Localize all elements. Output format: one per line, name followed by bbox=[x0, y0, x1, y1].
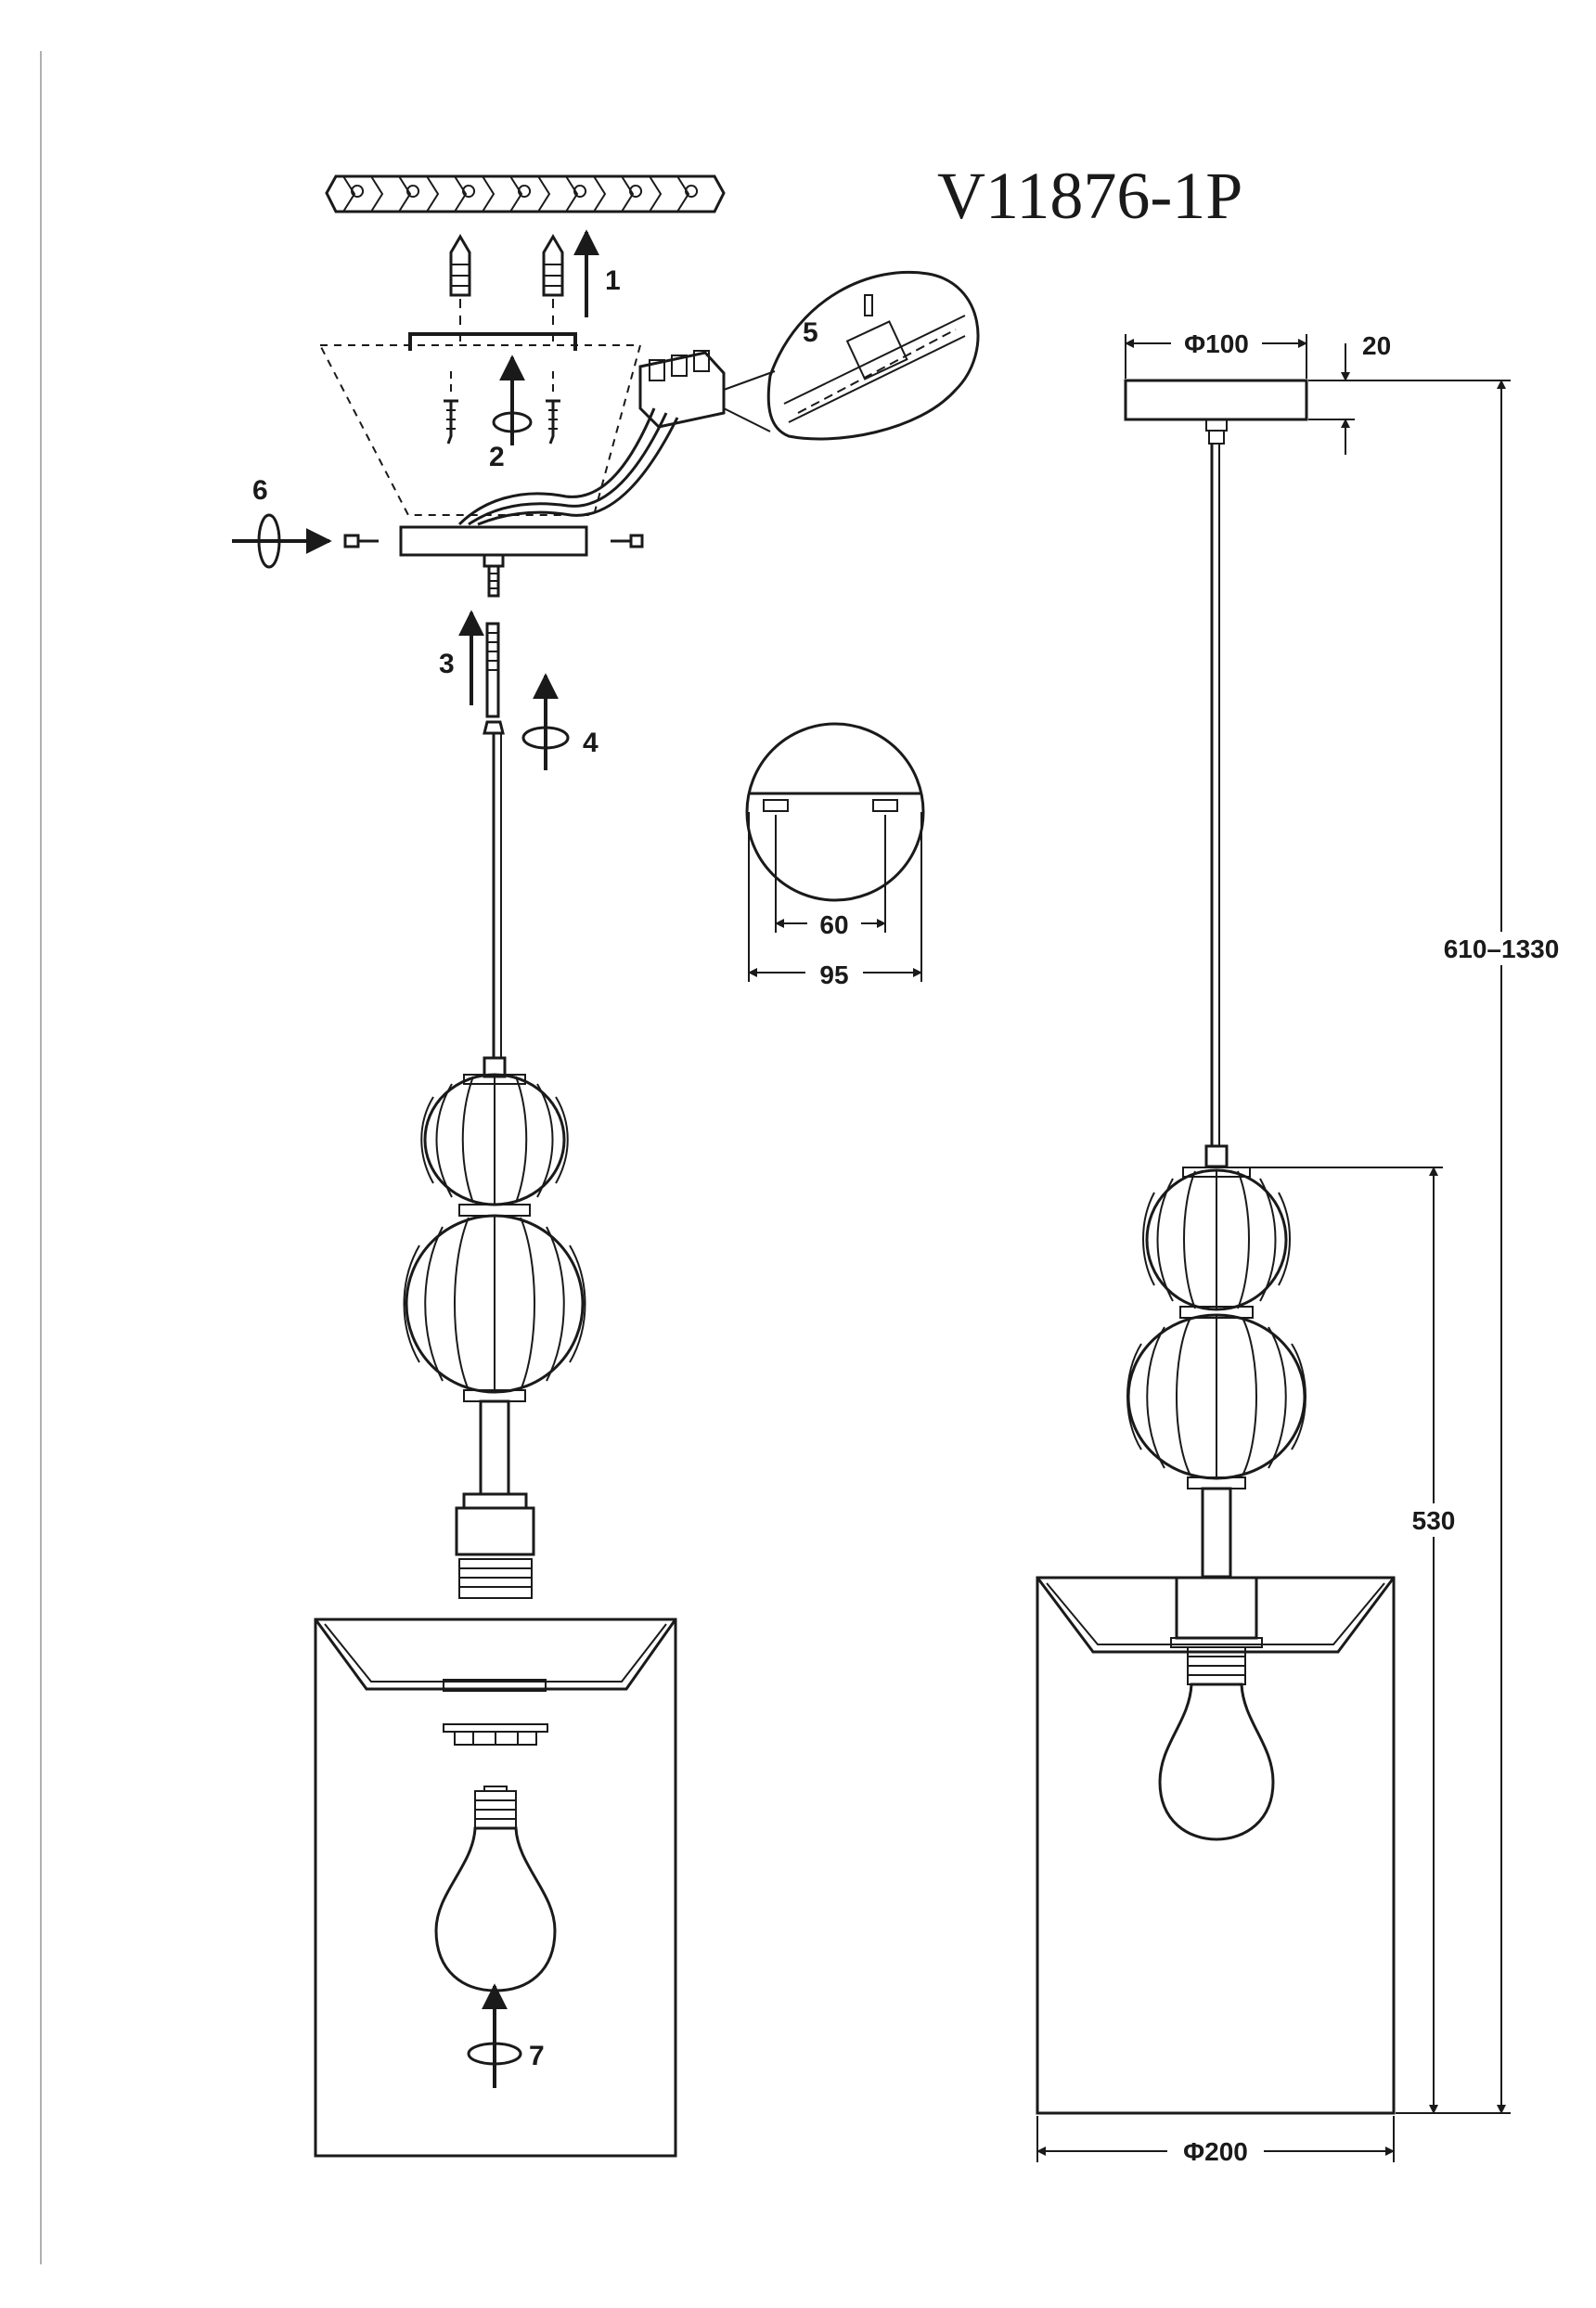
dim-canopy-height: 20 bbox=[1362, 331, 1391, 360]
dimension-lines bbox=[1036, 334, 1511, 2162]
assembled-view bbox=[1036, 379, 1396, 2115]
step2-rotate-icon bbox=[492, 411, 533, 433]
screw-right bbox=[546, 371, 560, 445]
canopy-nipple-thread bbox=[489, 573, 498, 589]
cord-grip bbox=[483, 720, 505, 735]
model-title: V11876-1P bbox=[937, 159, 1242, 233]
shade-exploded bbox=[314, 1618, 677, 2158]
dim-shade-diameter: Φ200 bbox=[1183, 2137, 1248, 2166]
terminal-detail-callout bbox=[723, 270, 980, 441]
dim-overall-height: 610–1330 bbox=[1444, 935, 1560, 963]
step7-rotate-icon bbox=[467, 2042, 522, 2066]
lamp-holder-thread bbox=[458, 1558, 533, 1599]
ceiling bbox=[325, 174, 726, 213]
wall-plug-left bbox=[449, 234, 471, 345]
side-screw-left bbox=[343, 534, 379, 548]
dim-hole-spacing: 60 bbox=[819, 910, 848, 939]
wall-plug-right bbox=[542, 234, 564, 345]
glass-sphere-upper bbox=[420, 1073, 569, 1206]
socket-stem bbox=[479, 1399, 510, 1496]
step4-rotate-icon bbox=[521, 726, 570, 750]
step-label-1: 1 bbox=[605, 265, 621, 296]
bulb-assembled bbox=[1158, 1683, 1275, 1841]
step6-rotate-icon bbox=[257, 513, 281, 569]
canopy-assembled bbox=[1124, 379, 1308, 421]
side-screw-right bbox=[611, 534, 644, 548]
screw-left bbox=[444, 371, 458, 445]
mounting-bracket bbox=[408, 332, 577, 351]
wires bbox=[457, 407, 679, 526]
terminal-block bbox=[638, 350, 726, 429]
mount-plate-detail bbox=[745, 722, 925, 982]
canopy-outline bbox=[318, 344, 642, 516]
step-label-7: 7 bbox=[529, 2041, 545, 2071]
glass-sphere-lower bbox=[403, 1214, 586, 1394]
step-label-4: 4 bbox=[583, 728, 598, 758]
shade-ring bbox=[443, 1723, 548, 1746]
shade-assembled bbox=[1036, 1576, 1396, 2115]
sphere-collar-mid bbox=[458, 1204, 531, 1217]
canopy-nipple bbox=[483, 553, 505, 598]
exploded-view bbox=[232, 174, 980, 2158]
dim-mount-plate: 95 bbox=[819, 961, 848, 989]
dim-shade-height: 530 bbox=[1412, 1506, 1456, 1535]
threaded-rod bbox=[485, 622, 500, 718]
canopy-bar bbox=[399, 525, 588, 557]
step-label-3: 3 bbox=[439, 649, 455, 679]
lamp-holder bbox=[455, 1492, 535, 1556]
step-label-2: 2 bbox=[489, 442, 505, 472]
bulb-exploded bbox=[434, 1786, 557, 1992]
dim-canopy-diameter: Φ100 bbox=[1184, 329, 1249, 358]
step-label-5: 5 bbox=[803, 317, 818, 348]
step-label-6: 6 bbox=[252, 475, 268, 506]
